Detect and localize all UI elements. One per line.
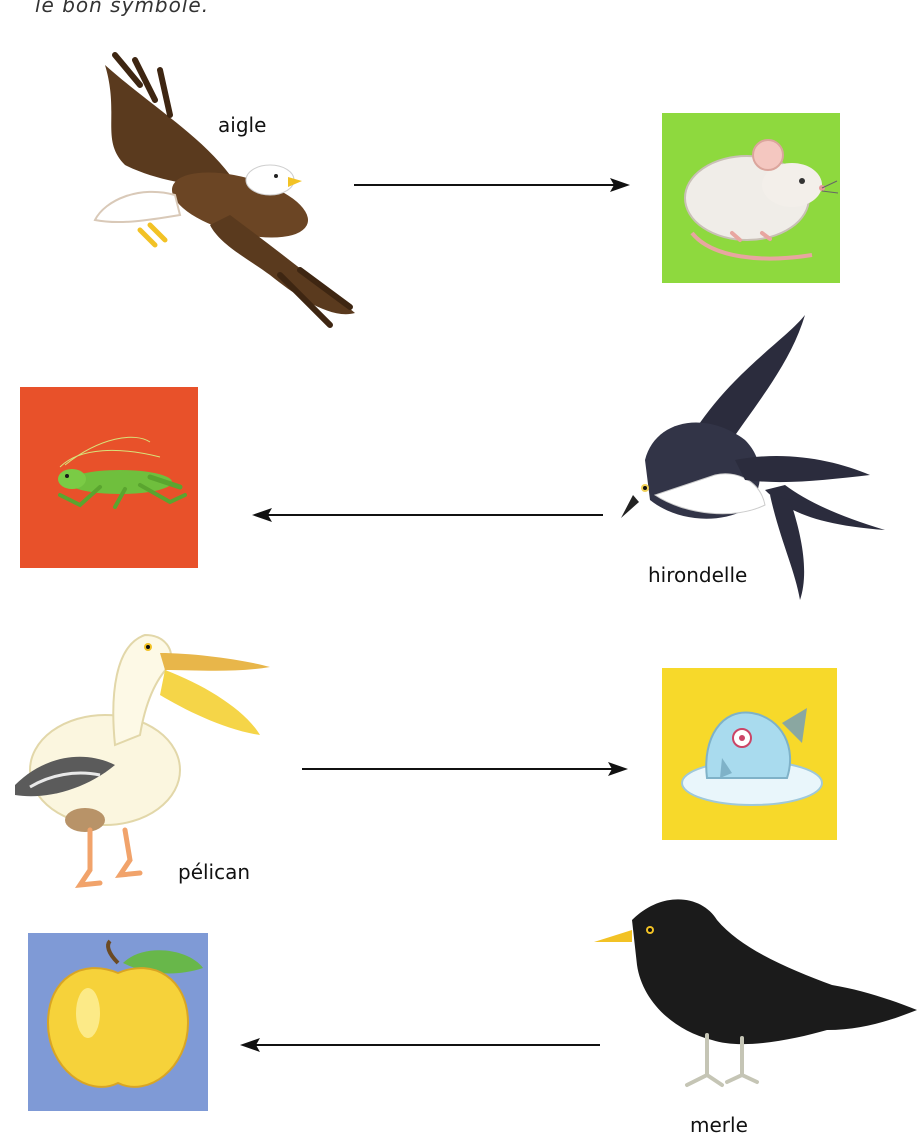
label-merle: merle [690, 1115, 748, 1135]
label-hirondelle: hirondelle [648, 565, 747, 585]
swallow-illustration [615, 310, 890, 605]
blackbird-illustration [592, 890, 919, 1100]
instruction-text: le bon symbole. [35, 0, 215, 22]
fish-tile [662, 668, 837, 840]
arrow-left-2 [250, 505, 605, 525]
arrow-left-4 [238, 1035, 603, 1055]
eagle-illustration [80, 45, 370, 330]
apple-tile [28, 933, 208, 1111]
pelican-illustration [5, 625, 275, 890]
label-pelican: pélican [178, 862, 250, 882]
grasshopper-tile [20, 387, 198, 568]
arrow-right-3 [300, 759, 630, 779]
arrow-right-1 [352, 175, 632, 195]
label-aigle: aigle [218, 115, 266, 135]
mouse-tile [662, 113, 840, 283]
